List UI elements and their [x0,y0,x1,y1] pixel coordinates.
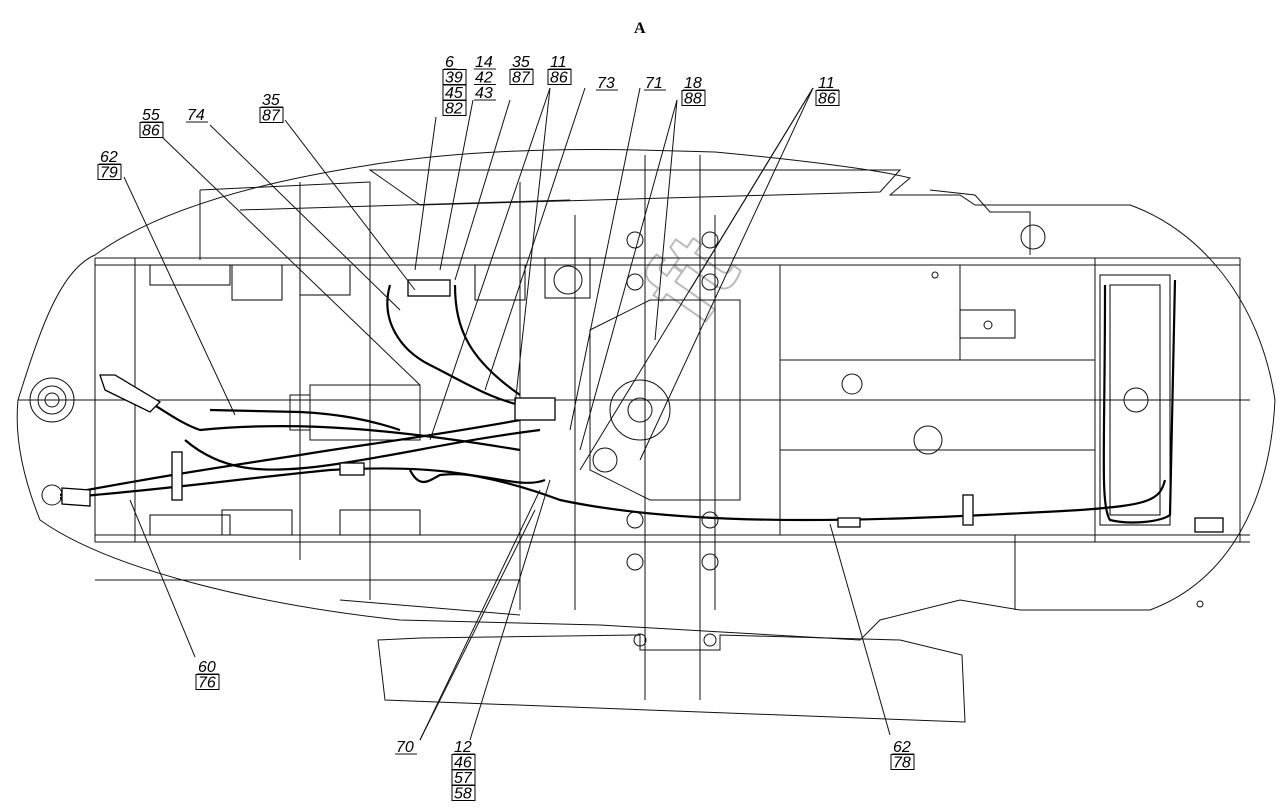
callout-box [139,122,164,138]
lower-housing [377,634,966,723]
brackets [149,257,1171,536]
leader-lines [123,87,891,741]
callout-c15-value: 46 [454,755,472,772]
callout-c10-value: 55 [142,107,160,124]
body-outline [16,149,1276,641]
callout-c2-value: 14 [475,54,493,71]
callout-c16-value: 78 [893,755,911,772]
pump-assembly [289,299,741,501]
callout-c8-value: 11 [818,75,835,92]
cab-outline [929,189,1031,255]
callout-c1-value: 39 [445,70,463,87]
callout-c9-value: 35 [262,92,280,109]
callout-c7-value: 18 [684,75,702,92]
callout-c4-value: 86 [550,70,568,87]
callout-c13-value: 60 [198,659,216,676]
callout-c3-value: 35 [512,54,530,71]
upper-shield [368,169,902,206]
callout-box [451,785,476,801]
callout-c1-value: 82 [445,101,463,118]
callout-c15-value: 57 [454,770,473,787]
callout-c14-value: 70 [396,739,414,756]
view-label: A [634,20,646,37]
fasteners [29,224,1204,647]
callout-c4-value: 11 [550,54,567,71]
callout-box [681,90,706,106]
callout-c5-value: 73 [597,75,615,92]
callout-box [259,107,284,123]
callout-c15-value: 58 [454,786,472,803]
callout-c12-value: 79 [100,165,118,182]
callout-c6-value: 71 [645,75,663,92]
callout-c3-value: 87 [512,70,531,87]
callout-c1-value: 6 [445,54,454,71]
callout-c7-value: 88 [684,91,702,108]
callout-box [442,100,467,116]
callout-box [97,164,122,180]
frame-rails [18,155,1250,700]
callout-c10-value: 86 [142,123,160,140]
callout-c16-value: 62 [893,739,911,756]
callout-c9-value: 87 [262,108,281,125]
callout-c8-value: 86 [818,91,836,108]
callout-c1-value: 45 [445,85,463,102]
callout-c15-value: 12 [454,739,472,756]
callout-box [547,69,572,85]
callout-box [195,674,220,690]
callout-c12-value: 62 [100,149,118,166]
callout-box [509,69,534,85]
callout-c11-value: 74 [187,107,205,124]
callout-box [890,754,915,770]
callout-c2-value: 42 [475,70,493,87]
callout-c13-value: 76 [198,675,216,692]
callout-box [815,90,840,106]
hoses [59,279,1224,533]
callout-c2-value: 43 [475,85,493,102]
